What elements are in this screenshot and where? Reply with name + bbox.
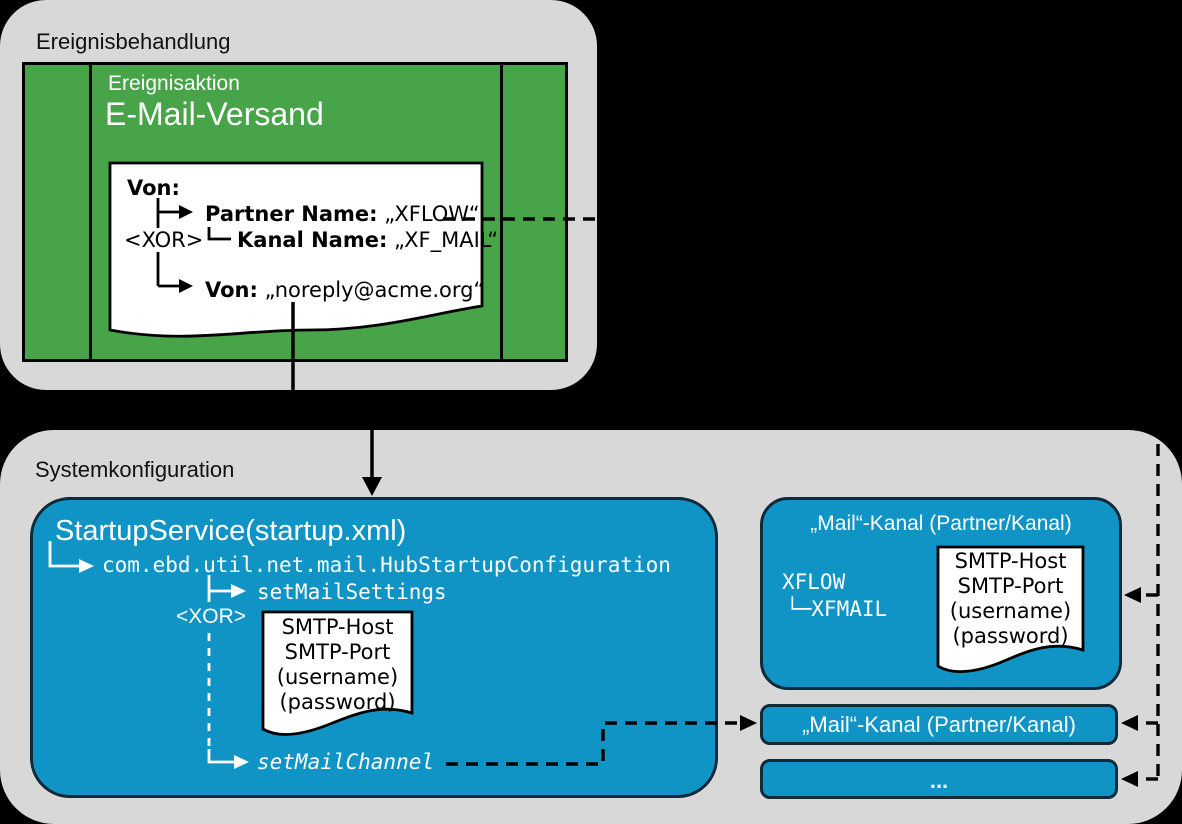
mail-channel-title: „Mail“-Kanal (Partner/Kanal) [810, 512, 1072, 535]
smtp-port-line: SMTP-Port [284, 640, 391, 664]
more-bar-title: ... [929, 768, 949, 793]
password-line: (password) [279, 690, 396, 714]
mail-channel-partner: XFLOW [782, 570, 846, 594]
activity-right-divider [500, 62, 503, 362]
mail-channel-bar-title: „Mail“-Kanal (Partner/Kanal) [802, 712, 1076, 737]
kanal-label: Kanal Name: [237, 228, 388, 252]
set-mail-settings: setMailSettings [257, 580, 447, 604]
smtp-host-line: SMTP-Host [954, 549, 1067, 573]
note-kanal-line: Kanal Name: „XF_MAIL“ [237, 229, 498, 252]
von-label: Von: [205, 278, 258, 302]
activity-left-divider [89, 62, 92, 362]
username-line: (username) [276, 665, 399, 689]
password-line: (password) [952, 624, 1069, 648]
von-value: „noreply@acme.org“ [264, 278, 485, 302]
partner-value: „XFLOW“ [384, 202, 480, 226]
username-line: (username) [949, 599, 1072, 623]
note-von-line: Von: „noreply@acme.org“ [205, 279, 484, 302]
event-handling-label: Ereignisbehandlung [36, 29, 231, 54]
von-root-label: Von: [127, 176, 180, 200]
note-von-root: Von: [127, 177, 180, 200]
smtp-port-line: SMTP-Port [957, 574, 1064, 598]
system-configuration-label: Systemkonfiguration [35, 457, 235, 482]
note-xor-label: <XOR> [124, 228, 204, 252]
set-mail-channel: setMailChannel [257, 750, 435, 774]
startup-class-line: com.ebd.util.net.mail.HubStartupConfigur… [102, 553, 671, 577]
startup-xor-label: <XOR> [176, 605, 247, 628]
mail-smtp-note: SMTP-Host SMTP-Port (username) (password… [938, 550, 1083, 648]
smtp-host-line: SMTP-Host [281, 615, 394, 639]
note-partner-line: Partner Name: „XFLOW“ [205, 203, 480, 226]
event-action-kicker: Ereignisaktion [108, 72, 240, 95]
event-action-title: E-Mail-Versand [105, 96, 324, 132]
startup-service-title: StartupService(startup.xml) [55, 515, 407, 547]
partner-label: Partner Name: [205, 202, 378, 226]
kanal-value: „XF_MAIL“ [394, 228, 499, 252]
startup-smtp-note: SMTP-Host SMTP-Port (username) (password… [263, 616, 412, 714]
mail-channel-channel: └─XFMAIL [786, 597, 888, 621]
